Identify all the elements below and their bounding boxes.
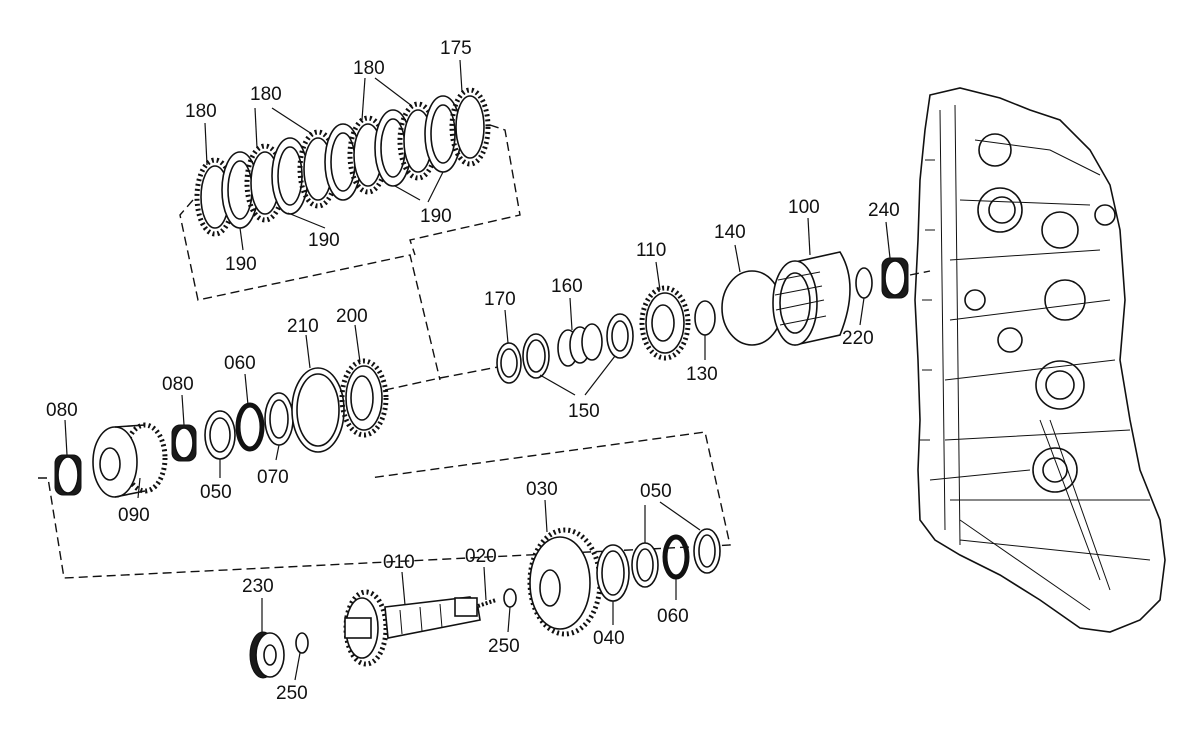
washer-050-c bbox=[693, 528, 721, 574]
ring-060-a bbox=[235, 402, 265, 452]
label-170: 170 bbox=[484, 289, 516, 310]
ring-210 bbox=[291, 367, 345, 453]
pin-020 bbox=[477, 598, 497, 608]
label-250-a: 250 bbox=[488, 636, 520, 657]
ring-220 bbox=[855, 267, 873, 299]
label-160: 160 bbox=[551, 276, 583, 297]
washer-050-a bbox=[204, 410, 236, 460]
bearing-080-left bbox=[54, 454, 82, 496]
label-230: 230 bbox=[242, 576, 274, 597]
label-060-b: 060 bbox=[657, 606, 689, 627]
label-175: 175 bbox=[440, 38, 472, 59]
label-200: 200 bbox=[336, 306, 368, 327]
leader-lines bbox=[64, 59, 891, 681]
label-050-b: 050 bbox=[640, 481, 672, 502]
label-140: 140 bbox=[714, 222, 746, 243]
disc-200 bbox=[339, 358, 389, 438]
label-220: 220 bbox=[842, 328, 874, 349]
label-060-a: 060 bbox=[224, 353, 256, 374]
label-080-a: 080 bbox=[46, 400, 78, 421]
label-180-c: 180 bbox=[353, 58, 385, 79]
label-050-a: 050 bbox=[200, 482, 232, 503]
label-110: 110 bbox=[636, 240, 666, 261]
ring-250-b bbox=[295, 632, 309, 654]
lower-bracket bbox=[38, 431, 731, 579]
label-190-a: 190 bbox=[225, 254, 257, 275]
gear-090 bbox=[92, 422, 168, 498]
clutch-pack-bracket bbox=[179, 199, 441, 381]
label-030: 030 bbox=[526, 479, 558, 500]
washer-050-b bbox=[631, 542, 659, 588]
label-190-b: 190 bbox=[308, 230, 340, 251]
ring-130 bbox=[694, 300, 716, 336]
middle-row-parts bbox=[54, 251, 931, 498]
ring-070 bbox=[264, 392, 294, 446]
label-090: 090 bbox=[118, 505, 150, 526]
bearing-110 bbox=[639, 285, 691, 361]
ring-170 bbox=[496, 342, 522, 384]
part-labels: 175 180 180 180 190 190 190 210 200 060 … bbox=[46, 38, 900, 704]
bearing-230 bbox=[249, 631, 285, 679]
rings-160 bbox=[557, 323, 603, 367]
transmission-housing bbox=[914, 87, 1166, 633]
bearing-080 bbox=[171, 424, 197, 462]
label-100: 100 bbox=[788, 197, 820, 218]
label-240: 240 bbox=[868, 200, 900, 221]
lower-row-parts bbox=[38, 431, 731, 679]
ring-150-a bbox=[522, 333, 550, 379]
gear-030 bbox=[527, 527, 603, 637]
shaft-010 bbox=[343, 589, 481, 667]
ring-060-b bbox=[662, 534, 690, 580]
label-020: 020 bbox=[465, 546, 497, 567]
ring-040 bbox=[596, 544, 630, 602]
label-130: 130 bbox=[686, 364, 718, 385]
bearing-240 bbox=[881, 257, 909, 299]
label-070: 070 bbox=[257, 467, 289, 488]
label-080-b: 080 bbox=[162, 374, 194, 395]
disc-175 bbox=[449, 87, 491, 167]
label-180-b: 180 bbox=[250, 84, 282, 105]
label-040: 040 bbox=[593, 628, 625, 649]
label-180-a: 180 bbox=[185, 101, 217, 122]
ring-250-a bbox=[503, 588, 517, 608]
label-210: 210 bbox=[287, 316, 319, 337]
clutch-pack bbox=[179, 87, 521, 381]
label-190-c: 190 bbox=[420, 206, 452, 227]
drum-100 bbox=[772, 251, 851, 346]
ring-150-b bbox=[606, 313, 634, 359]
label-150: 150 bbox=[568, 401, 600, 422]
label-010: 010 bbox=[383, 552, 415, 573]
label-250-b: 250 bbox=[276, 683, 308, 704]
